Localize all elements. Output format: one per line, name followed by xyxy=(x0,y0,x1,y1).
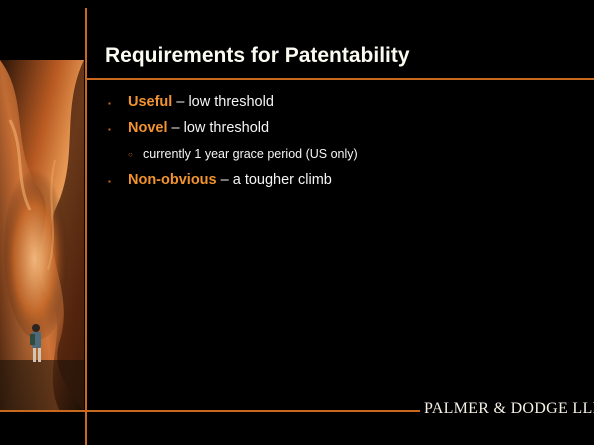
bullet-text: Novel – low threshold xyxy=(128,120,269,136)
sub-bullet-item: ○ currently 1 year grace period (US only… xyxy=(108,146,578,172)
bullet-list: ▪ Useful – low threshold ▪ Novel – low t… xyxy=(108,94,578,198)
bullet-text: Non-obvious – a tougher climb xyxy=(128,172,332,188)
bullet-text: Useful – low threshold xyxy=(128,94,274,110)
sub-bullet-text: currently 1 year grace period (US only) xyxy=(143,147,358,161)
bullet-rest: – low threshold xyxy=(167,120,270,136)
bullet-item-useful: ▪ Useful – low threshold xyxy=(108,94,578,120)
bullet-term: Non-obvious xyxy=(128,172,217,188)
title-rule xyxy=(87,78,594,80)
slide-title: Requirements for Patentability xyxy=(105,44,410,67)
bullet-term: Useful xyxy=(128,94,173,110)
bullet-marker-icon: ▪ xyxy=(108,125,111,134)
footer-rule xyxy=(0,410,420,412)
bullet-rest: – a tougher climb xyxy=(216,172,332,188)
vertical-accent-rule xyxy=(85,8,87,445)
bullet-item-novel: ▪ Novel – low threshold xyxy=(108,120,578,146)
hiker-figure xyxy=(30,324,41,362)
sub-bullet-marker-icon: ○ xyxy=(128,150,133,159)
bullet-marker-icon: ▪ xyxy=(108,99,111,108)
bullet-rest: – low threshold xyxy=(172,94,274,110)
bullet-marker-icon: ▪ xyxy=(108,177,111,186)
canyon-photo-graphic xyxy=(0,60,84,412)
bullet-item-non-obvious: ▪ Non-obvious – a tougher climb xyxy=(108,172,578,198)
canyon-photo xyxy=(0,60,84,412)
firm-logo: PALMER & DODGE LLP xyxy=(424,400,594,417)
bullet-term: Novel xyxy=(128,120,168,136)
